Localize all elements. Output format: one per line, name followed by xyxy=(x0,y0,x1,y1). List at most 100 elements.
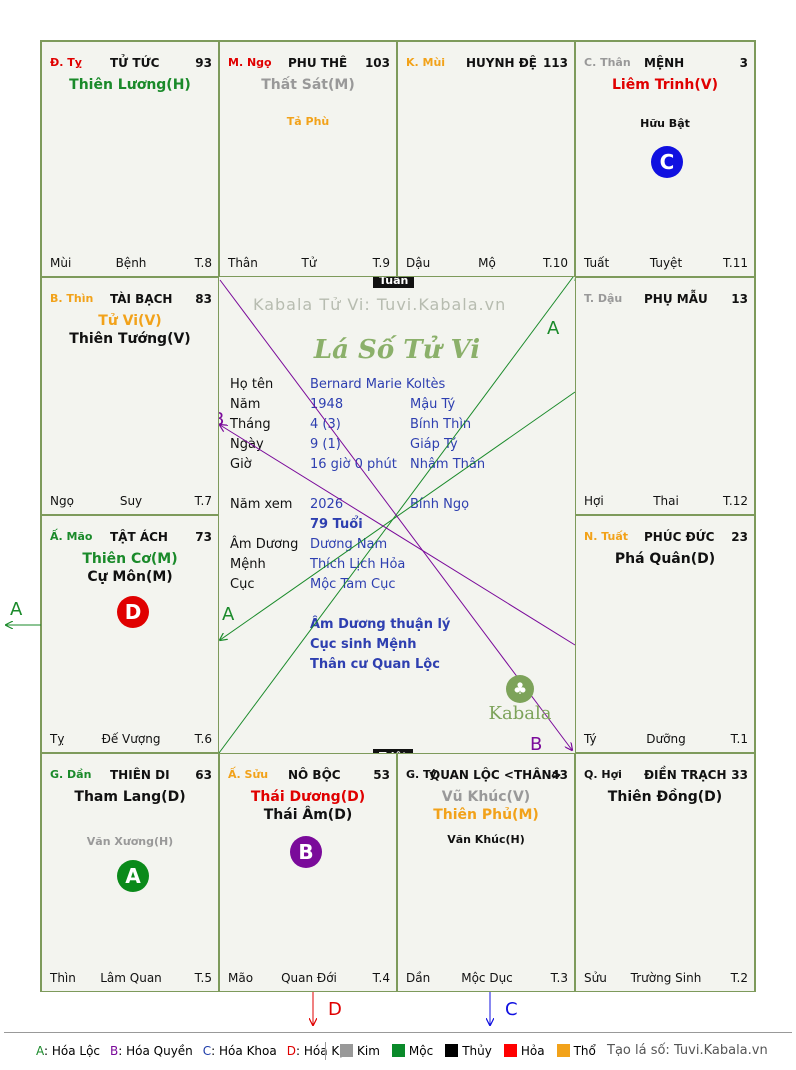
arrow-label-b-2: B xyxy=(530,734,542,755)
arrow-label-c: C xyxy=(505,999,518,1020)
legend-text: : Hóa Khoa xyxy=(211,1044,277,1058)
palace-number: 43 xyxy=(551,768,568,782)
mutagen-badge-b: B xyxy=(290,836,322,868)
palace-number: 3 xyxy=(739,56,748,70)
info-label: Cục xyxy=(230,577,255,592)
palace-branch: Ấ. Sửu xyxy=(228,768,269,781)
legend-element-item: Mộc xyxy=(391,1044,433,1058)
info-value: 16 giờ 0 phút xyxy=(310,457,397,472)
palace-number: 63 xyxy=(195,768,212,782)
footer-stage: Bệnh xyxy=(115,256,147,270)
major-star: Thái Dương(D) xyxy=(250,789,366,805)
palace-number: 93 xyxy=(195,56,212,70)
info-label: Năm xyxy=(230,397,261,412)
palace-name: NÔ BỘC xyxy=(288,768,341,782)
major-star: Tử Vi(V) xyxy=(98,313,162,329)
mutagen-badge-a: A xyxy=(117,860,149,892)
major-star: Thiên Tướng(V) xyxy=(69,331,191,347)
info-value: 4 (3) xyxy=(310,417,341,432)
info-row: 79 Tuổi xyxy=(230,517,560,535)
minor-star: Hữu Bật xyxy=(640,117,690,130)
star-list: Vũ Khúc(V)Thiên Phủ(M)Văn Khúc(H) xyxy=(398,788,574,848)
footer-index: T.12 xyxy=(723,494,748,508)
palace-name: THIÊN DI xyxy=(110,768,170,782)
footer-index: T.8 xyxy=(194,256,212,270)
color-swatch xyxy=(556,1044,570,1057)
major-star: Thái Âm(D) xyxy=(263,807,353,823)
footer-index: T.5 xyxy=(194,971,212,985)
footer-index: T.4 xyxy=(372,971,390,985)
legend-element-item: Kim xyxy=(340,1044,380,1058)
info-value: Cục sinh Mệnh xyxy=(310,637,417,652)
info-row: Âm Dương thuận lý xyxy=(230,617,560,635)
footer-branch: Tuất xyxy=(584,256,610,270)
arrow-label-d: D xyxy=(328,999,342,1020)
footer-index: T.10 xyxy=(543,256,568,270)
footer-stage: Tuyệt xyxy=(649,256,683,270)
legend-key: A xyxy=(36,1044,44,1058)
palace-number: 23 xyxy=(731,530,748,544)
info-value-2: Bính Thìn xyxy=(410,417,472,432)
palace-name: PHỤ MẪU xyxy=(644,292,708,306)
star-list: Phá Quân(D) xyxy=(576,550,754,568)
info-label: Năm xem xyxy=(230,497,293,512)
footer-branch: Thìn xyxy=(50,971,76,985)
color-swatch xyxy=(391,1044,405,1057)
palace-name: PHU THÊ xyxy=(288,56,348,70)
palace-footer: Mùi Bệnh T.8 xyxy=(50,256,212,270)
footer-index: T.7 xyxy=(194,494,212,508)
tree-icon: ♣ xyxy=(506,675,534,703)
color-swatch xyxy=(503,1044,517,1057)
kabala-logo: ♣ Kabala xyxy=(488,675,552,724)
legend-element-item: Thổ xyxy=(556,1044,596,1058)
legend-element-item: Thủy xyxy=(445,1044,492,1058)
star-list: Thiên Cơ(M)Cự Môn(M) xyxy=(42,550,218,586)
footer-stage: Mộ xyxy=(478,256,496,270)
palace-name: QUAN LỘC <THÂN> xyxy=(430,768,562,782)
legend-key: D xyxy=(286,1044,296,1058)
palace-name: HUYNH ĐỆ xyxy=(466,56,537,70)
footer-credit[interactable]: Tạo lá số: Tuvi.Kabala.vn xyxy=(607,1043,768,1058)
major-star: Cự Môn(M) xyxy=(87,569,173,585)
footer-branch: Mùi xyxy=(50,256,72,270)
footer-branch: Mão xyxy=(228,971,254,985)
minor-star: Văn Khúc(H) xyxy=(447,833,525,846)
footer-branch: Dậu xyxy=(406,256,431,270)
purple-lines xyxy=(220,279,576,750)
palace-number: 33 xyxy=(731,768,748,782)
footer-index: T.3 xyxy=(550,971,568,985)
footer-branch: Thân xyxy=(228,256,258,270)
footer-branch: Dần xyxy=(406,971,431,985)
legend-text: : Hóa Quyền xyxy=(118,1044,193,1058)
footer-index: T.2 xyxy=(730,971,748,985)
